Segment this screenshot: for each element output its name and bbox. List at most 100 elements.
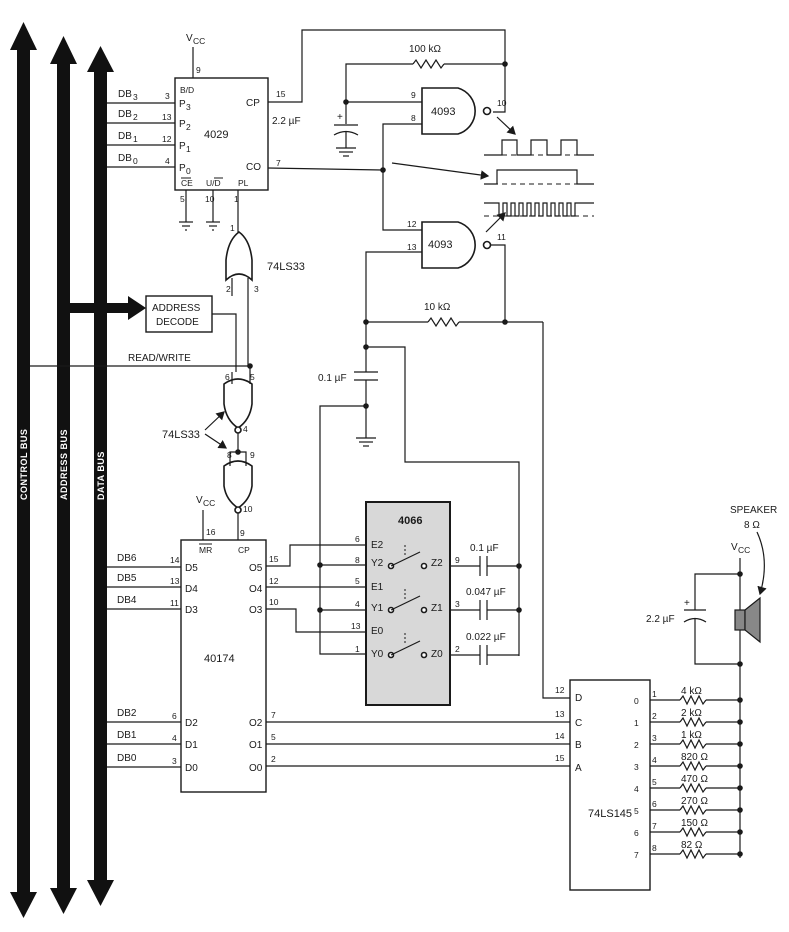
svg-text:10 kΩ: 10 kΩ: [424, 302, 451, 313]
waveforms: [391, 116, 594, 233]
resistor-icon: [679, 760, 707, 772]
resistor-label: 82 Ω: [681, 840, 703, 851]
svg-text:0.047 µF: 0.047 µF: [466, 587, 506, 598]
svg-text:9: 9: [196, 65, 201, 75]
svg-text:C: C: [575, 718, 582, 729]
ic-74ls145: 74LS145 D C B A 0 1 2 3 4 5 6 7: [569, 679, 651, 891]
svg-text:12: 12: [162, 134, 172, 144]
rc-network: 0.1 µF: [318, 322, 520, 656]
svg-text:Z1: Z1: [431, 603, 443, 614]
svg-text:O1: O1: [249, 740, 263, 751]
ic-40174: 40174 V CC 16 MR CP 9 DB6 DB5 DB4 DB2 DB…: [107, 495, 279, 793]
address-decode-arrow: [70, 296, 146, 320]
speaker-icon: [734, 596, 761, 644]
svg-text:8 Ω: 8 Ω: [744, 520, 760, 531]
svg-text:+: +: [684, 598, 690, 609]
resistor-label: 2 kΩ: [681, 708, 702, 719]
oscillator-network: 100 kΩ + 2.2 µF: [268, 29, 508, 157]
svg-text:D1: D1: [185, 740, 198, 751]
svg-text:READ/WRITE: READ/WRITE: [128, 353, 191, 364]
svg-text:13: 13: [170, 576, 180, 586]
svg-text:2: 2: [186, 122, 191, 132]
junction-dot: [737, 741, 743, 747]
svg-text:D2: D2: [185, 718, 198, 729]
svg-text:Y0: Y0: [371, 649, 384, 660]
svg-text:O2: O2: [249, 718, 263, 729]
svg-text:10: 10: [243, 504, 253, 514]
svg-text:D: D: [575, 693, 582, 704]
svg-text:ADDRESS: ADDRESS: [152, 303, 201, 314]
svg-text:D4: D4: [185, 584, 198, 595]
svg-text:5: 5: [634, 806, 639, 816]
ground-icon: [179, 221, 193, 231]
ic-4066: 4066 E2 Y2 E1 Y1 E0 Y0 Z2 Z1 Z0 6 8 5 4 …: [351, 501, 460, 706]
control-wires: 13 14 15 12: [266, 544, 570, 767]
svg-text:E0: E0: [371, 626, 384, 637]
co-wire: [267, 167, 384, 171]
resistor-pin-label: 1: [652, 689, 657, 699]
svg-text:11: 11: [497, 232, 506, 242]
nor-74ls33-top: 74LS33 2 3 1: [225, 223, 305, 367]
nor-74ls33-mid: 6 5 4 74LS33: [162, 366, 255, 452]
address-bus-label: ADDRESS BUS: [59, 429, 69, 500]
svg-text:74LS145: 74LS145: [588, 808, 632, 820]
svg-text:0: 0: [133, 156, 138, 166]
resistor-icon: [679, 826, 707, 838]
svg-text:100 kΩ: 100 kΩ: [409, 44, 441, 55]
junction-dot: [737, 851, 743, 857]
speaker-section: V CC + 2.2 µF SPEAKER 8 Ω: [646, 505, 777, 667]
svg-text:V: V: [186, 33, 193, 44]
svg-text:2: 2: [133, 112, 138, 122]
resistor-pin-label: 7: [652, 821, 657, 831]
svg-text:6: 6: [225, 372, 230, 382]
svg-text:13: 13: [555, 709, 565, 719]
svg-text:V: V: [731, 542, 738, 553]
svg-text:3: 3: [634, 762, 639, 772]
svg-text:7: 7: [634, 850, 639, 860]
svg-text:B/D: B/D: [180, 85, 194, 95]
svg-text:4: 4: [243, 424, 248, 434]
resistor-pin-label: 8: [652, 843, 657, 853]
svg-text:CC: CC: [738, 545, 750, 555]
svg-text:DB: DB: [118, 109, 132, 120]
svg-text:7: 7: [271, 710, 276, 720]
svg-text:12: 12: [269, 576, 279, 586]
ground-icon: [206, 221, 220, 231]
svg-text:15: 15: [555, 753, 565, 763]
svg-text:3: 3: [165, 91, 170, 101]
svg-text:3: 3: [186, 102, 191, 112]
switch-capacitors: 0.1 µF 0.047 µF 0.022 µF: [450, 543, 522, 665]
svg-text:DB5: DB5: [117, 573, 137, 584]
svg-text:4066: 4066: [398, 515, 422, 527]
svg-text:DB6: DB6: [117, 553, 137, 564]
svg-text:4: 4: [172, 733, 177, 743]
svg-text:12: 12: [555, 685, 565, 695]
svg-text:9: 9: [411, 90, 416, 100]
resistor-pin-label: 2: [652, 711, 657, 721]
nor-74ls33-bottom: 8 9 10: [223, 449, 255, 540]
svg-text:V: V: [196, 495, 203, 506]
svg-text:3: 3: [455, 599, 460, 609]
resistor-pin-label: 4: [652, 755, 657, 765]
svg-text:40174: 40174: [204, 653, 235, 665]
control-bus: CONTROL BUS: [10, 22, 37, 918]
svg-text:E2: E2: [371, 540, 384, 551]
svg-text:14: 14: [555, 731, 565, 741]
svg-text:13: 13: [351, 621, 361, 631]
svg-text:CP: CP: [246, 98, 260, 109]
svg-text:2: 2: [455, 644, 460, 654]
resistor-label: 1 kΩ: [681, 730, 702, 741]
svg-text:1: 1: [186, 144, 191, 154]
data-bus: DATA BUS: [87, 46, 114, 906]
svg-text:11: 11: [170, 598, 179, 608]
svg-text:Y2: Y2: [371, 558, 384, 569]
svg-text:0: 0: [634, 696, 639, 706]
resistor-label: 820 Ω: [681, 752, 708, 763]
junction-dot: [737, 719, 743, 725]
svg-text:74LS33: 74LS33: [162, 429, 200, 441]
junction-dot: [737, 785, 743, 791]
svg-text:3: 3: [133, 92, 138, 102]
svg-text:O5: O5: [249, 563, 263, 574]
resistor-pin-label: 3: [652, 733, 657, 743]
svg-text:Y1: Y1: [371, 603, 384, 614]
